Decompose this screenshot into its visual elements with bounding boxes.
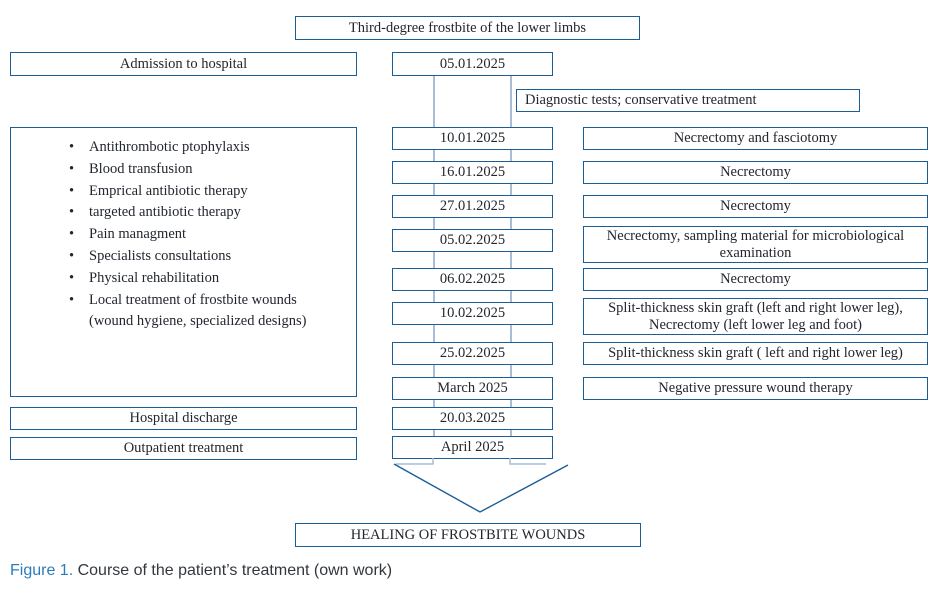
care-item: Emprical antibiotic therapy	[11, 181, 356, 203]
timeline-connector-line	[510, 291, 512, 302]
timeline-connector-line	[433, 150, 435, 161]
date-box: 16.01.2025	[392, 161, 553, 184]
timeline-connector-line	[433, 291, 435, 302]
down-arrow	[393, 458, 569, 513]
treatment-box: Split-thickness skin graft (left and rig…	[583, 298, 928, 335]
date-box: 06.02.2025	[392, 268, 553, 291]
timeline-connector-line	[433, 325, 435, 342]
timeline-connector-line	[433, 76, 435, 127]
date-box: 25.02.2025	[392, 342, 553, 365]
care-measures-box: Antithrombotic ptophylaxis Blood transfu…	[10, 127, 357, 397]
treatment-box: Necrectomy, sampling material for microb…	[583, 226, 928, 263]
timeline-connector-line	[510, 218, 512, 229]
diagnosis-title-box: Third-degree frostbite of the lower limb…	[295, 16, 640, 40]
care-item: Specialists consultations	[11, 246, 356, 268]
date-box: April 2025	[392, 436, 553, 459]
figure-caption-text: Course of the patient’s treatment (own w…	[77, 562, 393, 579]
care-item: Antithrombotic ptophylaxis	[11, 137, 356, 159]
timeline-connector-line	[433, 184, 435, 195]
figure-caption: Figure 1. Course of the patient’s treatm…	[10, 562, 392, 580]
date-box: March 2025	[392, 377, 553, 400]
treatment-box: Necrectomy	[583, 268, 928, 291]
timeline-connector-line	[510, 76, 512, 127]
timeline-connector-line	[510, 400, 512, 407]
timeline-connector-line	[433, 365, 435, 377]
date-box: 10.01.2025	[392, 127, 553, 150]
date-box: 10.02.2025	[392, 302, 553, 325]
date-box: 27.01.2025	[392, 195, 553, 218]
timeline-connector-line	[510, 430, 512, 436]
discharge-box: Hospital discharge	[10, 407, 357, 430]
care-item: Local treatment of frostbite wounds	[11, 290, 356, 312]
treatment-box: Necrectomy	[583, 195, 928, 218]
treatment-box: Negative pressure wound therapy	[583, 377, 928, 400]
timeline-connector-line	[510, 252, 512, 268]
treatment-box: Necrectomy and fasciotomy	[583, 127, 928, 150]
timeline-connector-line	[433, 218, 435, 229]
treatment-box: Split-thickness skin graft ( left and ri…	[583, 342, 928, 365]
date-box: 05.01.2025	[392, 52, 553, 76]
admission-box: Admission to hospital	[10, 52, 357, 76]
care-item: Pain managment	[11, 224, 356, 246]
care-item: Blood transfusion	[11, 159, 356, 181]
timeline-connector-line	[433, 400, 435, 407]
date-box: 20.03.2025	[392, 407, 553, 430]
timeline-connector-line	[510, 184, 512, 195]
date-box: 05.02.2025	[392, 229, 553, 252]
treatment-box: Necrectomy	[583, 161, 928, 184]
timeline-connector-line	[433, 430, 435, 436]
timeline-connector-line	[510, 325, 512, 342]
figure-caption-label: Figure 1.	[10, 562, 74, 579]
outpatient-box: Outpatient treatment	[10, 437, 357, 460]
timeline-connector-line	[510, 150, 512, 161]
treatment-box: Diagnostic tests; conservative treatment	[516, 89, 860, 112]
timeline-connector-line	[510, 365, 512, 377]
care-item: Physical rehabilitation	[11, 268, 356, 290]
outcome-box: HEALING OF FROSTBITE WOUNDS	[295, 523, 641, 547]
care-item-note: (wound hygiene, specialized designs)	[89, 313, 307, 330]
timeline-connector-line	[433, 252, 435, 268]
care-item: targeted antibiotic therapy	[11, 202, 356, 224]
